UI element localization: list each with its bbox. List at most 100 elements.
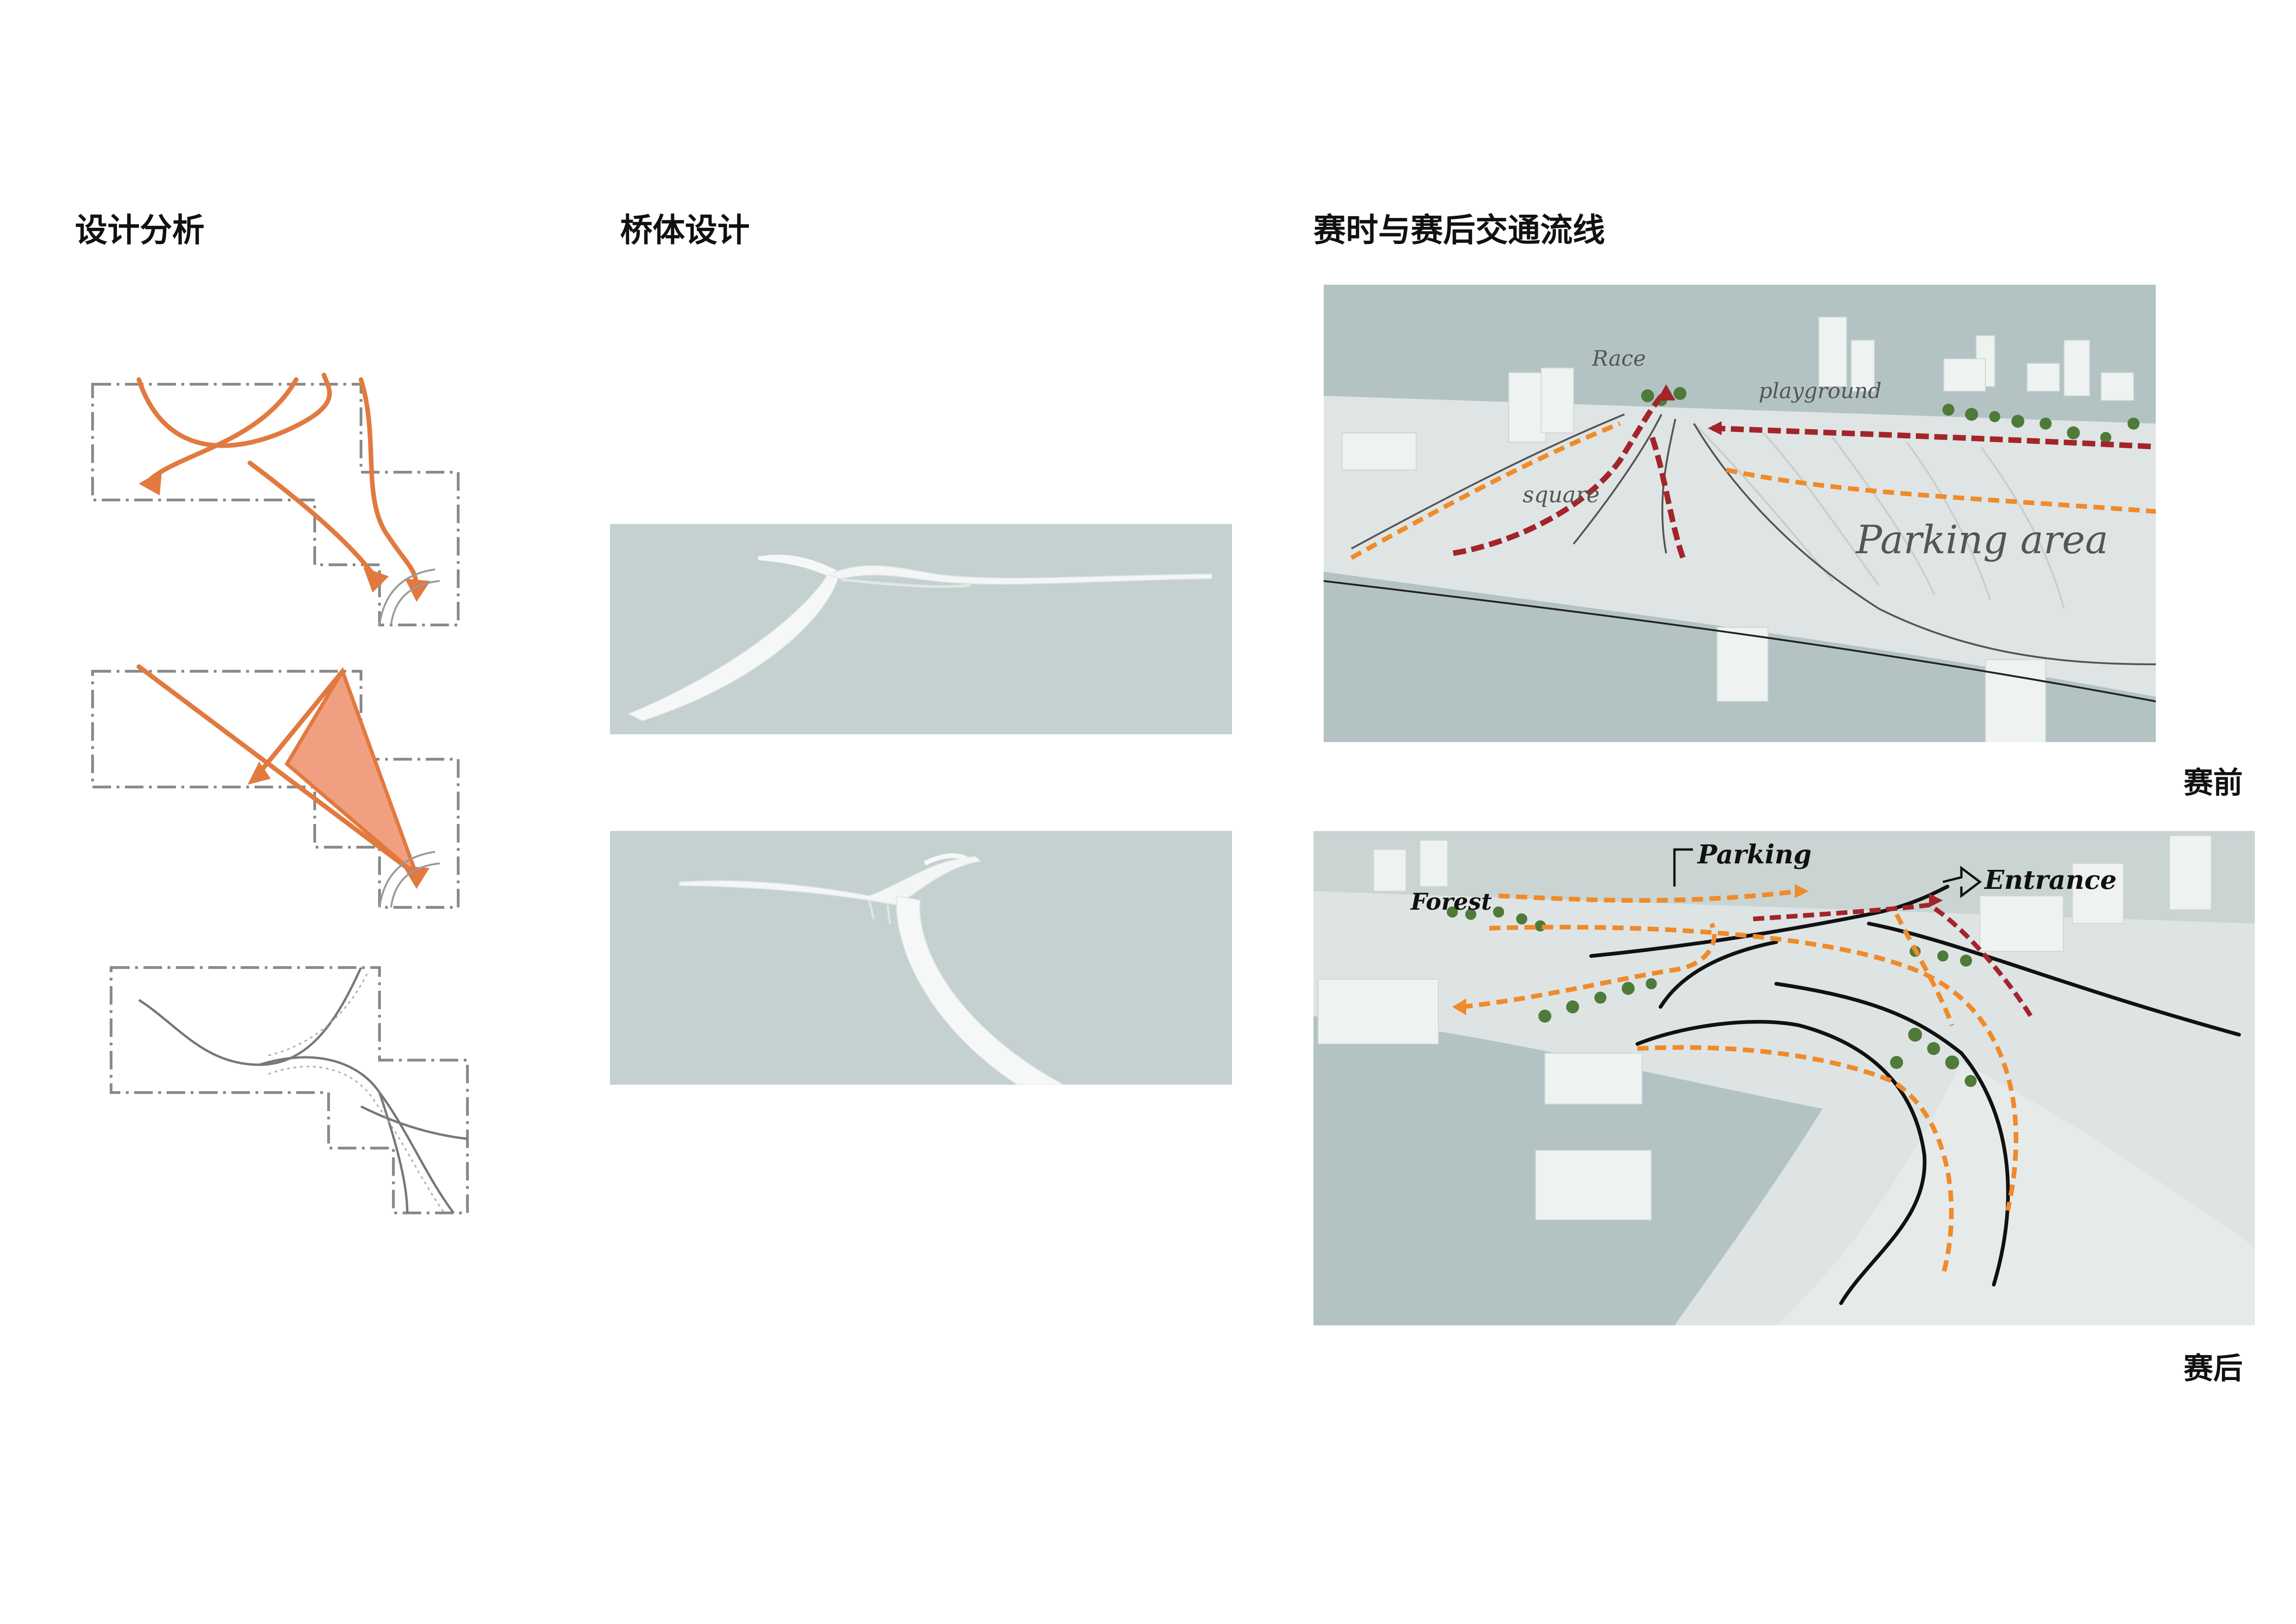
sketch-bridge-form <box>102 954 500 1222</box>
arrowhead-3 <box>405 579 430 602</box>
route-orange-square <box>1350 421 1621 560</box>
building-6 <box>1943 358 1986 392</box>
bridge-deck-upper <box>679 856 982 906</box>
after-building-8 <box>1419 840 1448 887</box>
route-red-right <box>1712 425 2156 450</box>
label-playground: playground <box>1759 378 1881 403</box>
bridge-deck-main <box>826 565 1212 585</box>
sketch-bridge-form-svg <box>110 966 469 1214</box>
after-red-arrows <box>1929 893 1943 907</box>
bridge-fork-sketch <box>379 568 440 625</box>
sketch-triangle-svg <box>91 664 460 909</box>
flow-curve-c <box>359 377 419 590</box>
orange-route-parking <box>1498 889 1800 903</box>
label-parking-area: Parking area <box>1855 517 2108 562</box>
background-buildings <box>1342 317 2134 742</box>
orange-route-forest <box>1461 922 1717 1009</box>
route-arrow-1 <box>1657 384 1675 400</box>
traffic-before-render: Race playground square Parking area <box>1324 285 2156 742</box>
flow-lines <box>137 373 419 590</box>
after-building-3 <box>1535 1150 1652 1220</box>
crossing-line <box>257 669 345 775</box>
triangle-arrowheads <box>248 762 429 889</box>
outline-riverbank <box>1324 580 2156 702</box>
bridge-branch-down <box>896 895 1064 1085</box>
bridge-branch-short <box>758 555 837 576</box>
after-orange-arrows <box>1452 884 1809 1015</box>
route-arrows <box>1657 384 1722 435</box>
after-red-route <box>1753 902 2033 1018</box>
bridge-fork-top <box>923 853 968 866</box>
bridge-render-2 <box>610 831 1232 1085</box>
black-route-top <box>1589 885 1949 958</box>
parking-pointer <box>1673 848 1693 887</box>
route-red-left <box>1453 389 1668 556</box>
site-outline <box>91 383 460 626</box>
outline-road-right <box>1693 423 2156 665</box>
bridge-line-a <box>138 967 362 1066</box>
bridge-render-2-svg <box>679 853 1064 1085</box>
after-orange-routes <box>1461 889 2019 1276</box>
flow-curve-b <box>146 377 299 484</box>
trees <box>1641 387 2140 443</box>
arrowhead-1 <box>139 470 162 495</box>
arrowhead-2 <box>363 567 389 593</box>
building-2 <box>1541 368 1574 433</box>
site-outline-3 <box>110 966 469 1214</box>
after-building-7 <box>1373 849 1406 892</box>
parking-contours <box>1693 423 2065 609</box>
caption-before: 赛前 <box>2184 766 2243 800</box>
triangle-lines <box>137 664 419 877</box>
after-building-4 <box>1979 895 2064 952</box>
sketch-flow-arrows-svg <box>91 373 460 626</box>
triangle-arrowhead-2 <box>248 762 271 785</box>
after-trees <box>1447 906 1977 1087</box>
label-forest: Forest <box>1410 888 1492 915</box>
black-route-right <box>1867 922 2241 1037</box>
black-route-inner <box>1636 1020 1927 1305</box>
route-red-down <box>1649 437 1687 564</box>
flow-curve-a <box>137 373 332 448</box>
label-arrows <box>1673 848 1982 898</box>
title-bridge-design: 桥体设计 <box>620 211 750 249</box>
bridge-fork-sketch-2 <box>379 851 440 908</box>
triangle-zone <box>284 667 421 881</box>
traffic-after-svg: Parking Entrance Forest <box>1313 835 2255 1325</box>
building-8 <box>2027 363 2060 392</box>
after-building-1 <box>1318 979 1439 1044</box>
bridge-piers <box>868 900 891 924</box>
entrance-pointer <box>1942 866 1982 898</box>
bridge-line-c <box>378 1092 409 1213</box>
building-11 <box>1717 627 1768 702</box>
label-parking: Parking <box>1697 839 1811 870</box>
bridge-shadow-1 <box>841 578 971 588</box>
title-traffic-flow: 赛时与赛后交通流线 <box>1313 211 1605 249</box>
label-entrance: Entrance <box>1984 865 2117 895</box>
building-9 <box>2101 372 2134 401</box>
bridge-render-1 <box>610 524 1232 734</box>
after-building-5 <box>2072 863 2124 924</box>
after-orange-arrow-2 <box>1795 884 1809 898</box>
diagonal-line <box>137 664 419 877</box>
site-outline-2 <box>91 670 460 909</box>
terrain-slope <box>1776 1062 2255 1325</box>
building-10 <box>1342 432 1417 470</box>
bridge-branch-long <box>627 575 840 722</box>
building-4 <box>1851 340 1875 392</box>
black-route-curve <box>1659 940 1778 1009</box>
bridge-edges <box>268 972 445 1213</box>
route-orange-parking <box>1725 468 2156 514</box>
traffic-after-render: Parking Entrance Forest <box>1313 831 2255 1325</box>
bridge-lines <box>138 967 468 1214</box>
label-square: square <box>1523 482 1599 508</box>
after-orange-arrow-1 <box>1452 999 1466 1015</box>
sketch-outlines <box>1324 413 2156 702</box>
bridge-render-1-svg <box>627 555 1212 722</box>
building-7 <box>2064 340 2090 396</box>
sketch-flow-arrows <box>83 370 491 630</box>
building-1 <box>1508 372 1546 443</box>
after-red-arrow-1 <box>1929 893 1943 907</box>
bridge-line-d <box>360 1105 468 1140</box>
triangle-arrowhead-1 <box>403 866 429 889</box>
sketch-triangle <box>83 657 491 917</box>
